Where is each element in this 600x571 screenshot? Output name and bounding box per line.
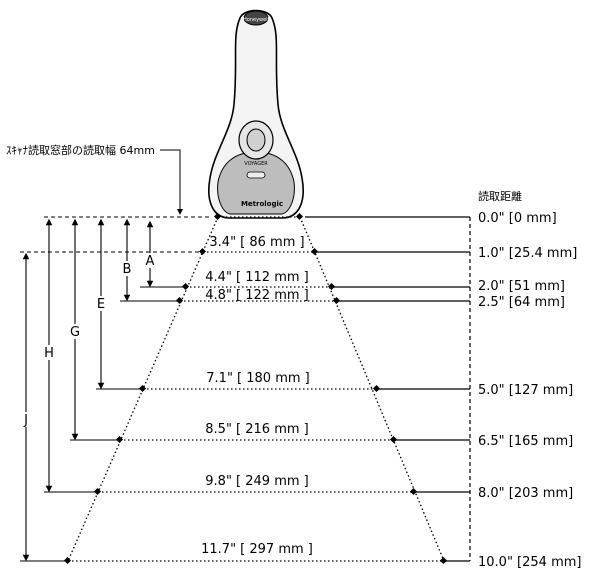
width-lines [68, 216, 444, 562]
window-width-annotation: ｽｷｬﾅ読取窓部の読取幅 64mm [6, 143, 183, 215]
width-label: 3.4" [ 86 mm ] [209, 235, 304, 250]
led-indicator [246, 171, 266, 179]
dimension-j-label: J [23, 413, 28, 428]
distance-label: 1.0" [25.4 mm] [478, 246, 577, 261]
annotation-text: ｽｷｬﾅ読取窓部の読取幅 64mm [6, 143, 155, 157]
distance-scale: 読取距離 0.0" [0 mm] 1.0" [25.4 mm] 2.0" [51… [305, 189, 581, 570]
distance-header: 読取距離 [478, 189, 522, 203]
dimension-b-label: B [123, 262, 132, 277]
model-label: VOYAGER [244, 161, 268, 167]
dimension-letters: A B E G H J [20, 253, 157, 428]
endpoint-markers [63, 212, 448, 565]
dimension-e-label: E [97, 297, 105, 312]
distance-label: 2.0" [51 mm] [478, 279, 565, 294]
scan-field-edges [67, 216, 445, 562]
width-label: 8.5" [ 216 mm ] [205, 422, 308, 437]
width-labels: 3.4" [ 86 mm ] 4.4" [ 112 mm ] 4.8" [ 12… [201, 235, 313, 557]
distance-label: 5.0" [127 mm] [478, 383, 573, 398]
brand-label: Metrologic [241, 200, 283, 208]
width-label: 11.7" [ 297 mm ] [201, 542, 313, 557]
width-label: 9.8" [ 249 mm ] [205, 474, 308, 489]
width-label: 4.8" [ 122 mm ] [205, 288, 308, 303]
width-label: 7.1" [ 180 mm ] [206, 371, 309, 386]
dimension-g-label: G [70, 325, 80, 340]
scanner-grip [217, 151, 295, 215]
distance-label: 2.5" [64 mm] [478, 295, 565, 310]
scanner-cap [243, 10, 269, 26]
distance-label: 8.0" [203 mm] [478, 486, 573, 501]
dimension-h-label: H [44, 346, 54, 361]
distance-label: 0.0" [0 mm] [478, 211, 557, 226]
width-label: 4.4" [ 112 mm ] [205, 270, 308, 285]
trigger-button [246, 128, 266, 152]
dimension-a-label: A [146, 254, 155, 269]
cap-logo: Honeywell [243, 17, 269, 23]
distance-label: 10.0" [254 mm] [478, 555, 581, 570]
scanner-illustration: Honeywell VOYAGER Metrologic [208, 9, 304, 219]
distance-label: 6.5" [165 mm] [478, 434, 573, 449]
